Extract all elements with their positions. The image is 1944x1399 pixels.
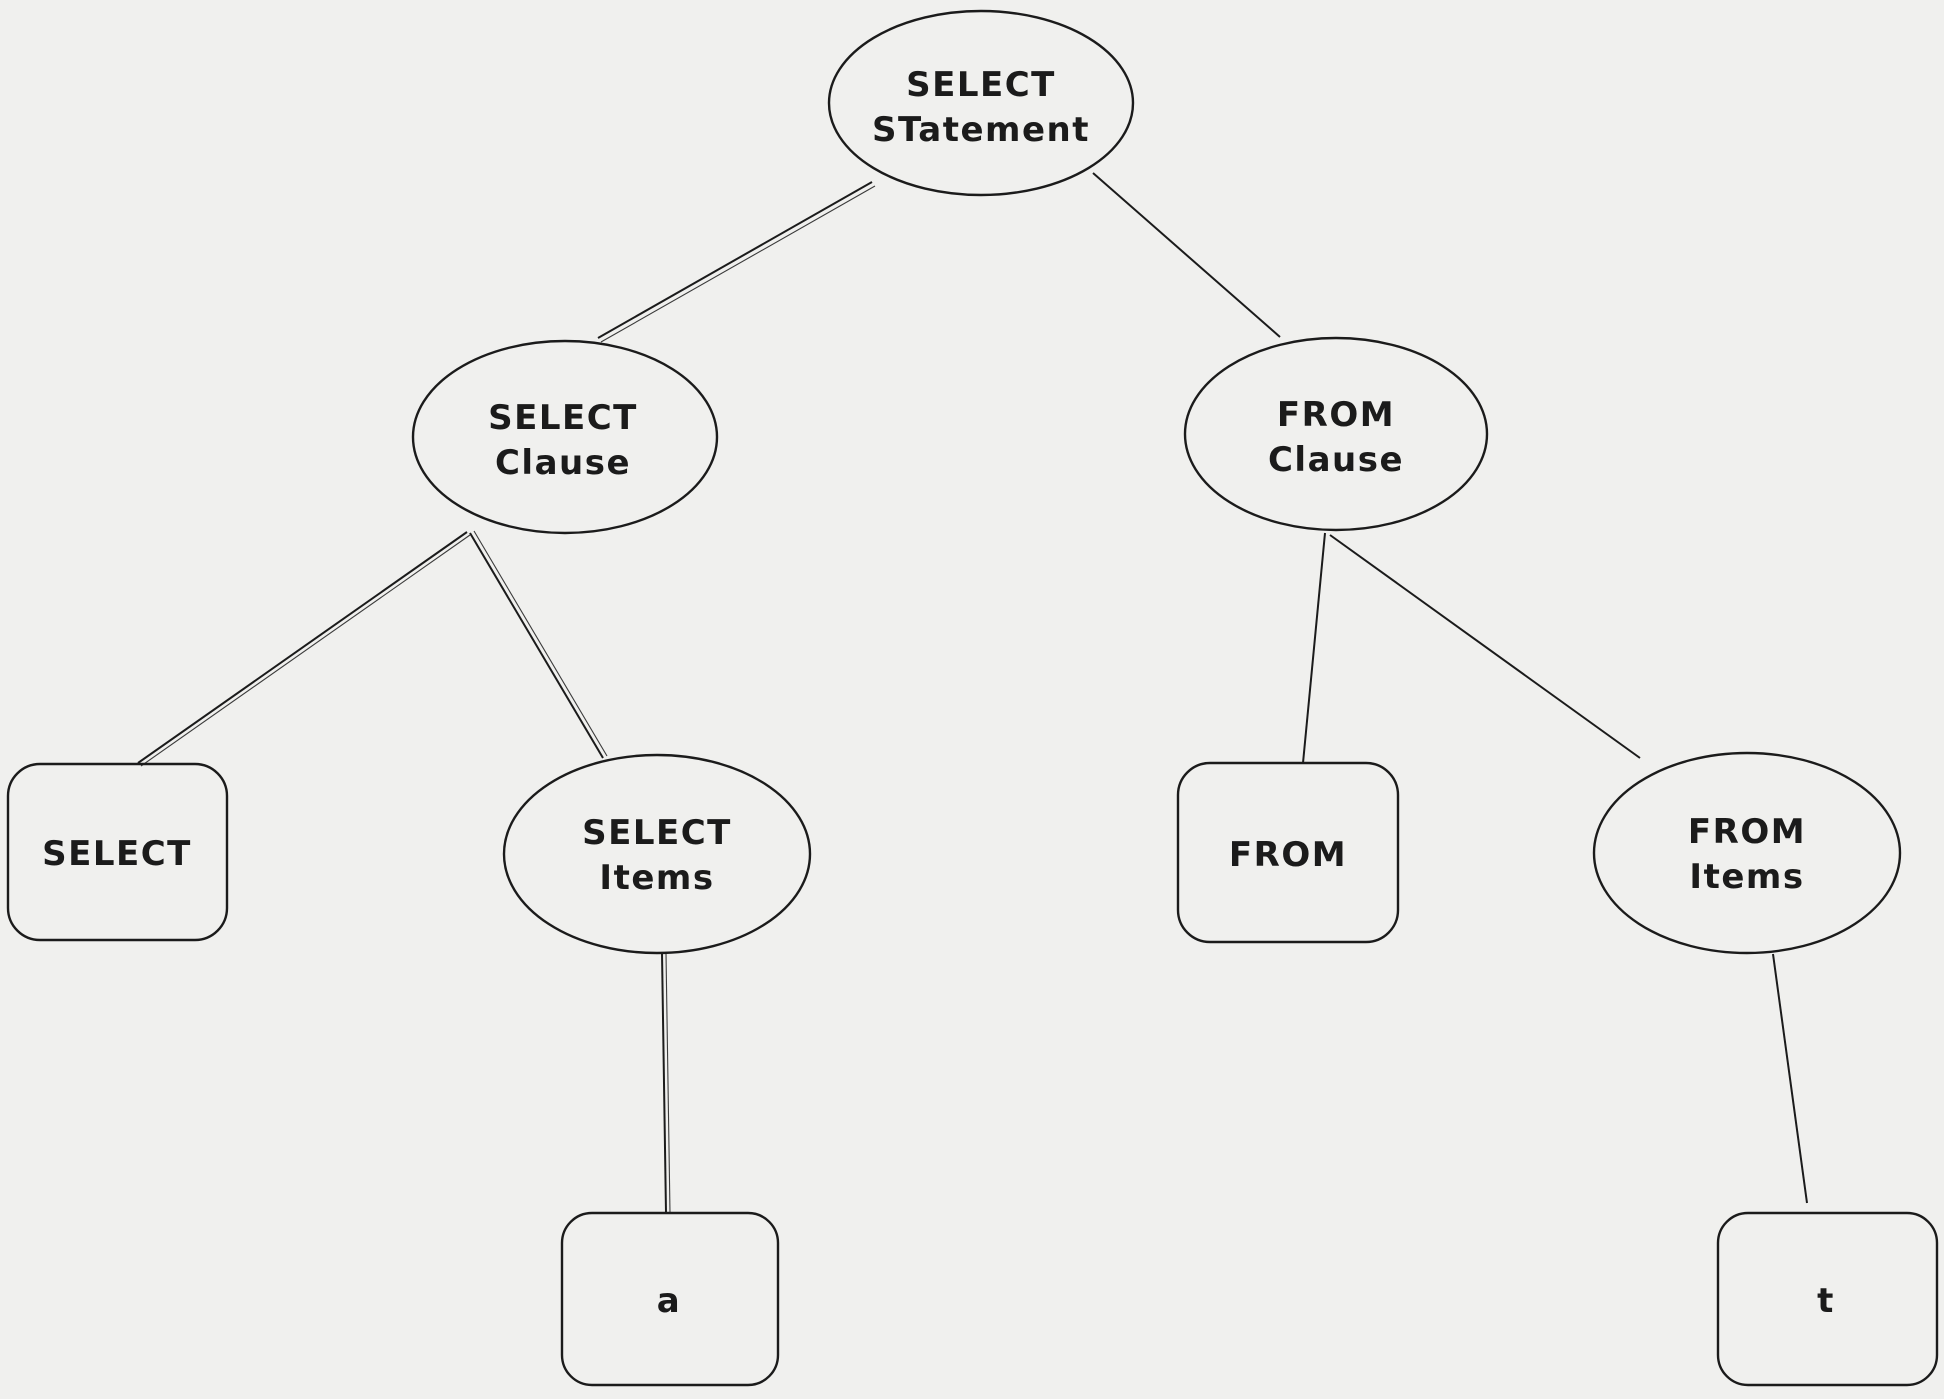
node-select-clause-label-line1: SELECT (488, 398, 638, 438)
node-from-items-label-line1: FROM (1688, 812, 1806, 852)
node-from-keyword: FROM (1176, 761, 1400, 944)
node-select-items-label-line1: SELECT (582, 813, 732, 853)
edge-from-clause-to-from-keyword (1302, 532, 1326, 764)
node-from-items-ellipse (1592, 751, 1902, 955)
edge-from-items-to-table-t (1772, 953, 1808, 1204)
node-select-statement: SELECT STatement (827, 9, 1135, 197)
edge-select-clause-to-select-keyword (137, 531, 468, 764)
node-select-statement-label-line2: STatement (872, 110, 1090, 150)
node-from-clause-label-line2: Clause (1268, 440, 1404, 480)
node-column-a-label: a (657, 1281, 681, 1321)
node-table-t: t (1716, 1211, 1939, 1387)
edge-select-statement-to-select-clause (597, 181, 873, 339)
node-select-clause-ellipse (411, 339, 719, 535)
node-select-keyword: SELECT (6, 762, 229, 942)
node-from-keyword-label: FROM (1229, 835, 1347, 875)
node-select-items-ellipse (502, 753, 812, 955)
node-from-clause-ellipse (1183, 336, 1489, 532)
node-select-items-label-line2: Items (599, 858, 714, 898)
node-select-clause: SELECT Clause (411, 339, 719, 535)
edge-select-clause-to-select-items-sketch (473, 530, 608, 757)
node-from-items: FROM Items (1592, 751, 1902, 955)
edge-select-items-to-column-a-sketch (665, 952, 671, 1214)
node-from-items-label-line2: Items (1689, 857, 1804, 897)
node-table-t-label: t (1817, 1281, 1835, 1321)
node-from-clause-label-line1: FROM (1277, 395, 1395, 435)
edge-select-clause-to-select-items (469, 532, 604, 759)
node-from-keyword-rect (1176, 761, 1400, 944)
edge-select-clause-to-select-keyword-sketch (140, 534, 471, 767)
edge-select-statement-to-select-clause-sketch (600, 185, 876, 343)
node-column-a-rect (560, 1211, 780, 1387)
node-select-items: SELECT Items (502, 753, 812, 955)
node-select-statement-ellipse (827, 9, 1135, 197)
edge-select-statement-to-from-clause (1092, 172, 1281, 338)
node-from-clause: FROM Clause (1183, 336, 1489, 532)
edges (137, 172, 1808, 1214)
node-select-keyword-rect (6, 762, 229, 942)
edge-from-clause-to-from-items (1329, 534, 1641, 759)
node-select-statement-label-line1: SELECT (906, 65, 1056, 105)
edge-select-items-to-column-a (661, 952, 667, 1214)
node-column-a: a (560, 1211, 780, 1387)
node-table-t-rect (1716, 1211, 1939, 1387)
node-select-clause-label-line2: Clause (495, 443, 631, 483)
node-select-keyword-label: SELECT (42, 834, 192, 874)
